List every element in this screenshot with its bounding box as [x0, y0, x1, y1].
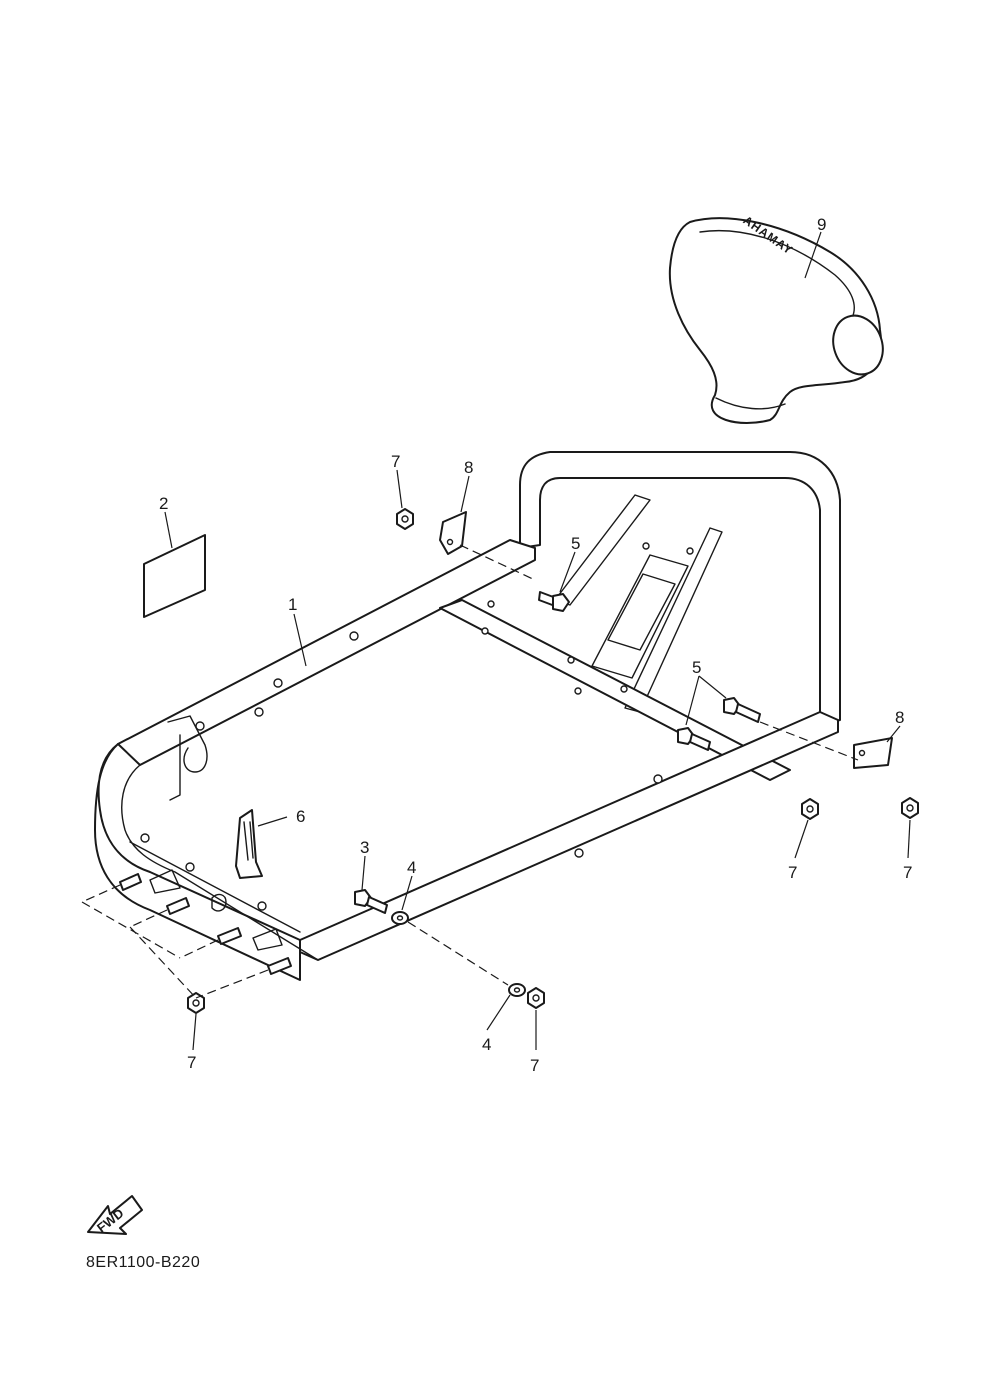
callout-3: 3 [360, 838, 369, 857]
callout-8-left: 8 [464, 458, 473, 477]
callout-4-top: 4 [407, 858, 416, 877]
callout-7-top: 7 [391, 452, 400, 471]
callout-8-right: 8 [895, 708, 904, 727]
callout-7-bottom: 7 [530, 1056, 539, 1075]
diagram-code: 8ER1100-B220 [86, 1254, 201, 1271]
callout-2: 2 [159, 494, 168, 513]
washer-part-4-top [391, 911, 409, 925]
nut-part-7-right [901, 797, 919, 819]
frame-part-1 [94, 451, 841, 981]
nut-part-7-bottom [527, 987, 545, 1009]
label-part-2 [143, 534, 206, 618]
callout-4-bottom: 4 [482, 1035, 491, 1054]
bracket-part-8-left [439, 511, 467, 555]
callout-9: 9 [817, 215, 826, 234]
bolt-part-3 [354, 889, 388, 914]
nut-part-7-front [187, 992, 205, 1014]
callout-7-rail: 7 [788, 863, 797, 882]
callout-7-right: 7 [903, 863, 912, 882]
callout-5-right: 5 [692, 658, 701, 677]
bolt-part-5-right-b [677, 727, 711, 751]
nut-part-7-rail [801, 798, 819, 820]
front-studs [119, 873, 292, 975]
callout-5-top: 5 [571, 534, 580, 553]
nut-part-7-top [396, 508, 414, 530]
fwd-arrow-icon: FWD [87, 1195, 143, 1235]
callout-1: 1 [288, 595, 297, 614]
washer-part-4-bottom [508, 983, 526, 997]
callout-7-front: 7 [187, 1053, 196, 1072]
bolt-part-5-top [538, 591, 570, 612]
callout-6: 6 [296, 807, 305, 826]
clip-part-6 [235, 809, 263, 879]
bracket-part-8-right [853, 737, 893, 769]
seat-cover-part-9: YAMAHA [668, 212, 884, 424]
bolt-part-5-right-a [723, 697, 761, 723]
